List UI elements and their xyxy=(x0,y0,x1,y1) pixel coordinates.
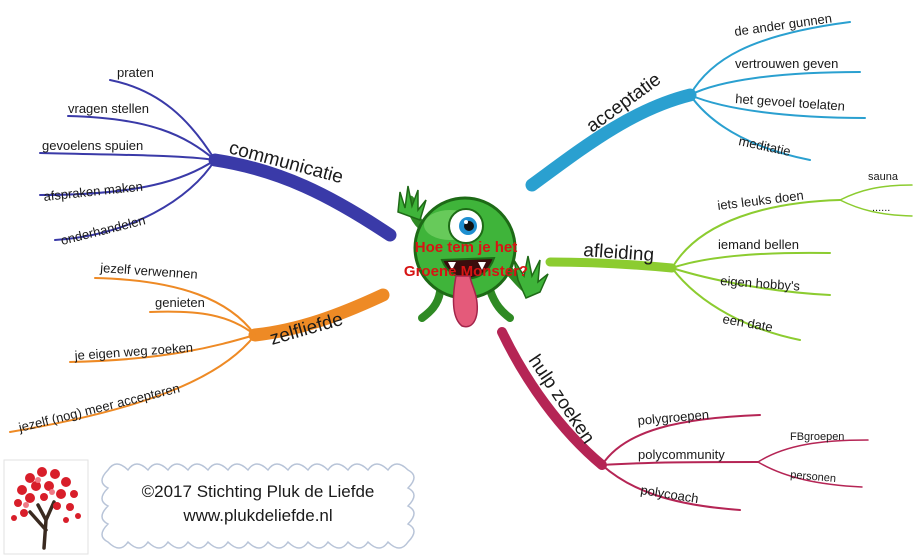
center-title-line1: Hoe tem je het xyxy=(415,239,518,256)
credit-copyright: ©2017 Stichting Pluk de Liefde xyxy=(142,482,375,501)
leaf-polycommunity: polycommunity xyxy=(638,447,725,462)
leaf-vragen-stellen: vragen stellen xyxy=(68,101,149,116)
leaf-praten: praten xyxy=(117,65,154,80)
branch-label-zelfliefde: zelfliefde xyxy=(268,309,346,350)
leaf-een-date: een date xyxy=(721,311,773,335)
leaf-genieten: genieten xyxy=(155,295,205,310)
leaf-polycoach: polycoach xyxy=(640,482,700,506)
leaf-jezelf-verwennen: jezelf verwennen xyxy=(99,260,198,282)
heart-tree-logo xyxy=(3,459,89,555)
leaf-eigen-hobbys: eigen hobby's xyxy=(720,273,801,294)
leaf-gevoelens-spuien: gevoelens spuien xyxy=(42,138,143,153)
leaf-dots: ...... xyxy=(872,202,890,214)
leaf-iets-leuks-doen: iets leuks doen xyxy=(717,188,805,213)
leaf-sauna: sauna xyxy=(868,171,899,183)
branch-communicatie xyxy=(39,79,397,242)
branch-afleiding xyxy=(545,184,913,341)
branch-label-afleiding: afleiding xyxy=(583,240,655,266)
branch-acceptatie xyxy=(525,21,866,192)
branch-zelfliefde xyxy=(9,277,390,433)
branch-label-hulp-zoeken: hulp zoeken xyxy=(524,351,599,448)
leaf-jezelf-nog-meer-accepteren: jezelf (nog) meer accepteren xyxy=(16,380,181,435)
leaf-iemand-bellen: iemand bellen xyxy=(718,237,799,252)
leaf-onderhandelen: onderhandelen xyxy=(59,212,147,248)
leaf-meditatie: meditatie xyxy=(737,133,792,159)
branch-hulp-zoeken xyxy=(497,327,869,511)
leaf-vertrouwen-geven: vertrouwen geven xyxy=(735,56,838,71)
green-monster-illustration xyxy=(397,185,549,328)
center-title-line2: Groene Monster? xyxy=(404,263,528,280)
credit-url: www.plukdeliefde.nl xyxy=(182,506,332,525)
leaf-fbgroepen: FBgroepen xyxy=(790,431,844,443)
credit-cloud xyxy=(101,463,415,549)
leaf-polygroepen: polygroepen xyxy=(637,407,710,428)
leaf-personen: personen xyxy=(790,469,837,485)
leaf-afspraken-maken: afspraken maken xyxy=(43,179,144,204)
